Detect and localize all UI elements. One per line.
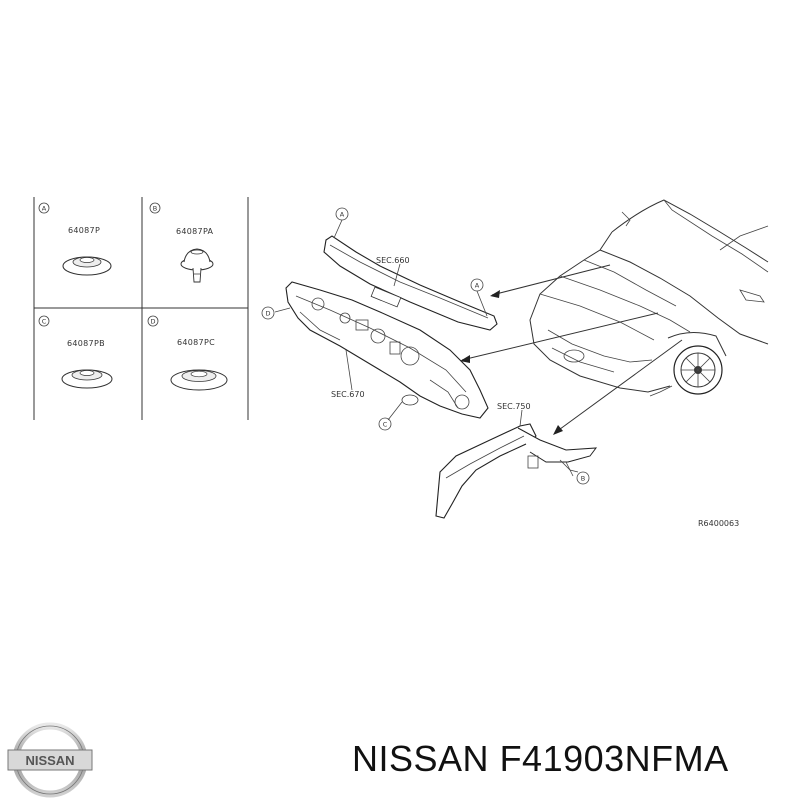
grommet-icon [62,256,112,276]
svg-text:C: C [383,421,388,429]
svg-text:D: D [265,310,270,318]
marker-circle [149,202,161,214]
grid-cell-b: B 64087PA [149,202,214,283]
wheel-icon [673,345,723,395]
part-number: F41903NFMA [499,738,729,779]
section-label-660: SEC.660 [376,256,410,265]
svg-text:B: B [581,475,585,483]
section-label-750: SEC.750 [497,402,531,411]
footer-title: NISSAN F41903NFMA [352,738,729,780]
callout-c-bottom: C [378,417,392,431]
clip-icon [180,248,214,283]
callout-b-right: B [576,471,590,485]
marker-circle [147,315,159,327]
grid-cell-a: A 64087P [38,202,112,276]
dash-panel [285,281,489,419]
svg-text:NISSAN: NISSAN [25,753,74,768]
grid-cell-code: 64087P [68,226,100,235]
nissan-logo: NISSAN [7,722,93,798]
grid-cell-marker: D [150,318,155,326]
grid-cell-d: D 64087PC [147,315,228,391]
vehicle-sketch [529,199,769,397]
grommet-icon [170,369,228,391]
callout-a-right: A [470,278,484,292]
svg-text:A: A [475,282,480,290]
grid-cell-marker: B [153,205,157,213]
pointer-arrows [460,264,683,435]
grommet-icon [61,369,113,389]
section-label-670: SEC.670 [331,390,365,399]
side-member-assembly [435,423,598,519]
parts-grid: A 64087P B 64087PA C 640 [33,197,249,420]
leader-lines [274,219,574,477]
marker-circle [38,202,50,214]
grid-cell-code: 64087PA [176,227,214,236]
marker-circle [38,315,50,327]
brand-name: NISSAN [352,738,490,779]
grid-cell-code: 64087PC [177,338,215,347]
callout-a-top: A [335,207,349,221]
grid-cell-marker: C [42,318,47,326]
svg-text:A: A [340,211,345,219]
callout-d-left: D [261,306,275,320]
grid-cell-code: 64087PB [67,339,105,348]
cowl-top-panel [323,235,498,331]
grid-cell-marker: A [42,205,47,213]
drawing-code: R6400063 [698,519,739,528]
grid-cell-c: C 64087PB [38,315,113,389]
